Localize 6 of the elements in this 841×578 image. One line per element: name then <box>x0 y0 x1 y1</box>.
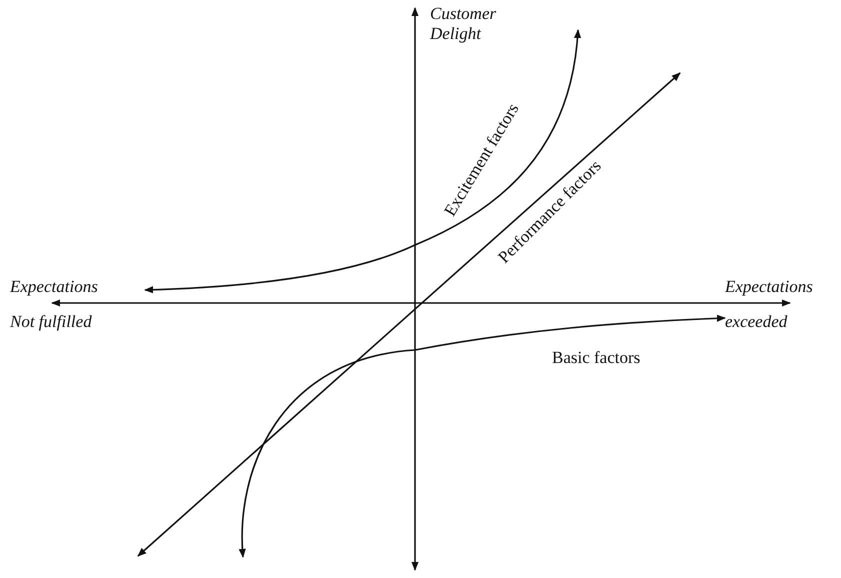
axis-label: Expectations <box>725 277 813 298</box>
axis-label: Expectations <box>10 277 98 298</box>
curve-label: Basic factors <box>552 348 640 368</box>
axis-label: Not fulfilled <box>10 312 92 332</box>
axis-label: Customer Delight <box>430 4 498 45</box>
axis-label: exceeded <box>725 312 788 332</box>
